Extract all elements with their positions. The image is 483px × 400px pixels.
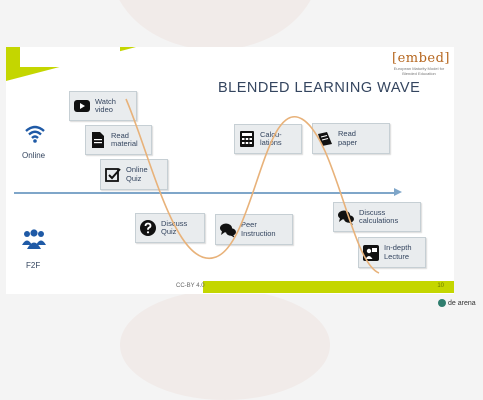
green-corner-cutout bbox=[20, 47, 120, 67]
card-label: Online Quiz bbox=[126, 165, 148, 183]
embed-logo: [embed] European Maturity Model for Blen… bbox=[392, 51, 451, 76]
video-icon bbox=[74, 100, 90, 112]
lecture-icon bbox=[363, 244, 379, 261]
question-icon bbox=[140, 220, 156, 236]
background-circle-bottom bbox=[120, 290, 330, 400]
checkbox-icon bbox=[105, 167, 121, 182]
card-label: Watch video bbox=[95, 96, 116, 114]
card-calculations: Calcu- lations bbox=[234, 124, 302, 154]
logo-subtitle: European Maturity Model for Blended Educ… bbox=[393, 66, 445, 76]
learning-wave-curve bbox=[125, 98, 380, 274]
card-in-depth-lecture: In-depth Lecture bbox=[358, 237, 426, 268]
card-online-quiz: Online Quiz bbox=[100, 159, 168, 190]
license-text: CC-BY 4.0 bbox=[176, 283, 205, 289]
axis-arrowhead bbox=[394, 188, 402, 196]
card-watch-video: Watch video bbox=[69, 91, 137, 121]
wifi-icon bbox=[25, 125, 45, 143]
time-axis bbox=[14, 192, 396, 194]
online-label: Online bbox=[22, 151, 46, 160]
card-discuss-calculations: Discuss calculations bbox=[333, 202, 421, 232]
chat-icon bbox=[220, 223, 236, 238]
document-icon bbox=[92, 132, 104, 148]
brand-name: de arena bbox=[448, 299, 476, 307]
notebook-icon bbox=[318, 131, 332, 146]
card-label: Read material bbox=[111, 130, 138, 148]
logo-word: [embed] bbox=[392, 51, 451, 66]
slide-title: BLENDED LEARNING WAVE bbox=[218, 80, 421, 96]
group-icon bbox=[22, 229, 46, 249]
card-label: In-depth Lecture bbox=[384, 243, 412, 261]
card-read-paper: Read paper bbox=[312, 123, 390, 154]
brand-dot-icon bbox=[438, 299, 446, 307]
card-peer-instruction: Peer Instruction bbox=[215, 214, 293, 245]
f2f-label: F2F bbox=[26, 261, 41, 270]
brand-logo: de arena bbox=[438, 299, 476, 307]
page-number: 10 bbox=[437, 283, 444, 289]
card-label: Discuss calculations bbox=[359, 207, 399, 225]
card-label: Peer Instruction bbox=[241, 220, 276, 238]
green-footer-bar bbox=[203, 281, 454, 293]
card-label: Read paper bbox=[338, 129, 358, 147]
background-circle-top bbox=[110, 0, 320, 50]
calculator-icon bbox=[240, 131, 254, 147]
slide: [embed] European Maturity Model for Blen… bbox=[6, 47, 454, 294]
